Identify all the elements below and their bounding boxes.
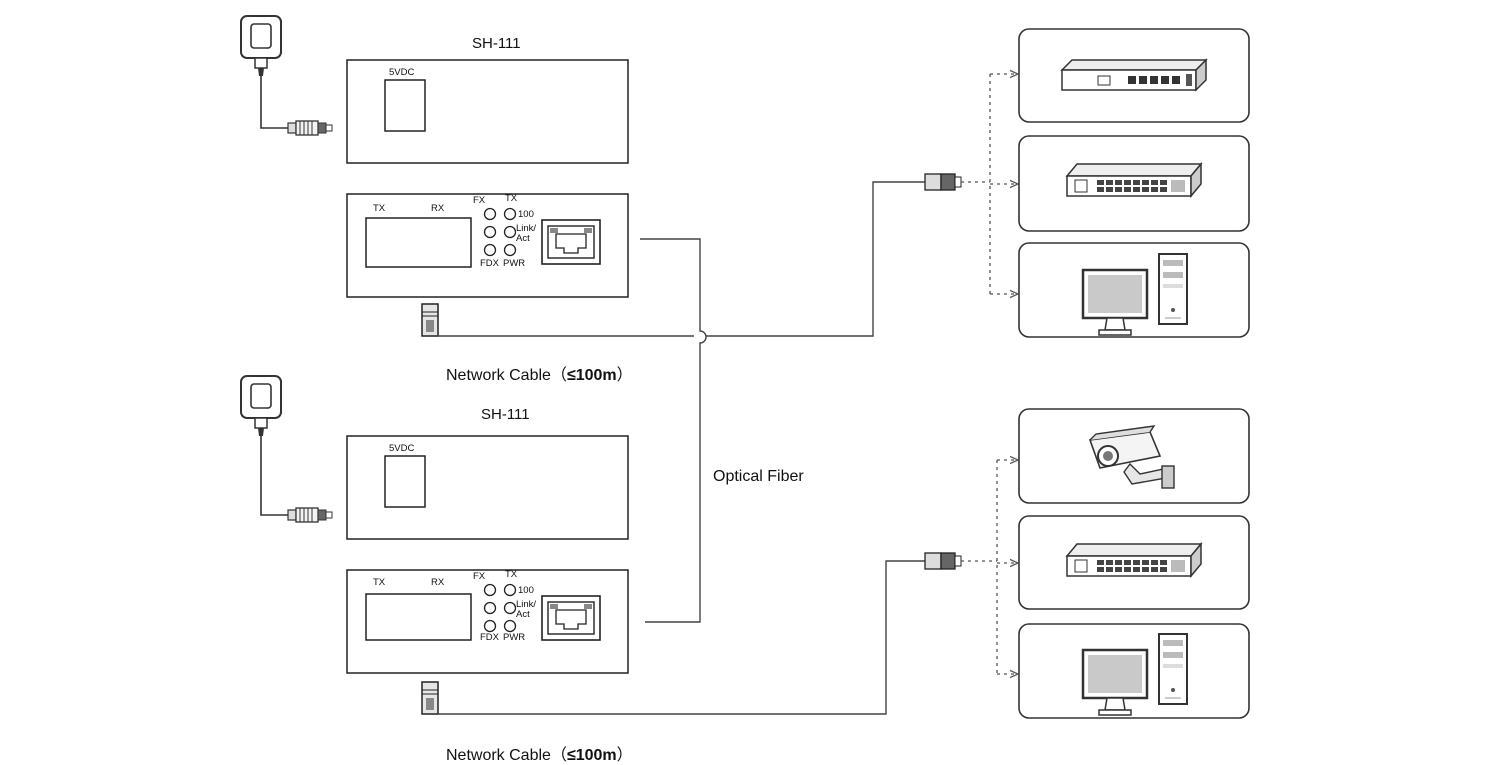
led-speed-label: 100: [518, 585, 534, 596]
unit-model-label: SH-111: [481, 406, 530, 423]
cable-name: Network Cable: [446, 747, 551, 764]
rx-port-label: RX: [431, 577, 445, 588]
led-fx-label: FX: [473, 195, 486, 206]
led-pwr-label: PWR: [503, 632, 526, 643]
led-fx-label: FX: [473, 571, 486, 582]
led-tx-label: TX: [505, 193, 518, 204]
led-act-label: Act: [516, 609, 530, 620]
power-cord: [260, 436, 290, 516]
network-cable-label-bottom: Network Cable（≤100m）: [446, 747, 633, 764]
power-adapter-icon: [240, 15, 282, 77]
dc-plug-icon: [287, 120, 333, 136]
rx-port-label: RX: [431, 203, 445, 214]
power-input-label: 5VDC: [389, 443, 415, 454]
power-adapter-icon: [240, 375, 282, 437]
switch-icon: [1066, 543, 1202, 577]
network-cable-label-top: Network Cable（≤100m）: [446, 367, 633, 384]
router-icon: [1060, 58, 1208, 92]
network-plug-icon: [421, 681, 439, 715]
network-cable-bottom: [430, 560, 925, 715]
unit-model-label: SH-111: [472, 35, 521, 52]
tx-port-label: TX: [373, 203, 386, 214]
fiber-connector-icon: [924, 552, 962, 570]
led-fdx-label: FDX: [480, 258, 499, 269]
optical-fiber-line: [640, 238, 707, 623]
led-pwr-label: PWR: [503, 258, 526, 269]
power-input-label: 5VDC: [389, 67, 415, 78]
fiber-connector-icon: [924, 173, 962, 191]
network-cable-top: [430, 181, 925, 337]
cable-length-limit: ≤100m: [566, 367, 617, 384]
led-fdx-label: FDX: [480, 632, 499, 643]
distribution-lines-bottom: [961, 460, 1018, 674]
led-act-label: Act: [516, 233, 530, 244]
led-speed-label: 100: [518, 209, 534, 220]
power-cord: [260, 76, 290, 129]
switch-icon: [1066, 163, 1202, 197]
network-plug-icon: [421, 303, 439, 337]
dc-plug-icon: [287, 507, 333, 523]
security-camera-icon: [1088, 425, 1175, 489]
converter-back-panel: [346, 59, 629, 164]
led-link-label: Link/: [516, 599, 537, 610]
distribution-lines-top: [961, 74, 1018, 294]
tx-port-label: TX: [373, 577, 386, 588]
cable-name: Network Cable: [446, 367, 551, 384]
optical-fiber-label: Optical Fiber: [713, 468, 804, 485]
converter-front-panel: [346, 193, 629, 298]
led-tx-label: TX: [505, 569, 518, 580]
converter-back-panel: [346, 435, 629, 540]
led-link-label: Link/: [516, 223, 537, 234]
converter-front-panel: [346, 569, 629, 674]
cable-length-limit: ≤100m: [566, 747, 617, 764]
